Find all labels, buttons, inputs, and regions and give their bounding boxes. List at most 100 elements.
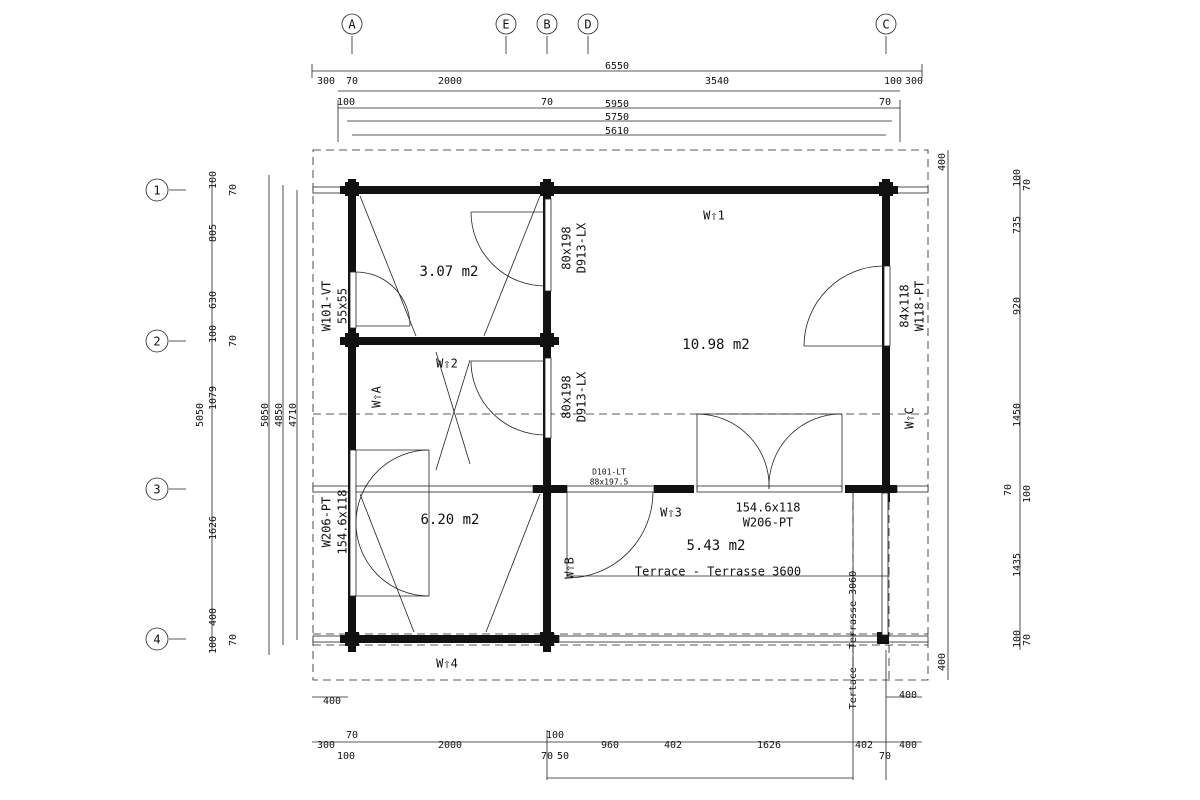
dimension-text-top: 70 bbox=[541, 97, 553, 108]
axis-marker-A: A bbox=[341, 13, 363, 35]
dimension-text-bottom: 100 bbox=[337, 751, 355, 762]
room-labels: 3.07 m2 10.98 m2 6.20 m2 5.43 m2 bbox=[419, 264, 749, 554]
rotated-label: W206-PT bbox=[320, 497, 334, 548]
dimension-text-bottom: 402 bbox=[855, 740, 873, 751]
plan-label: 154.6x118 bbox=[735, 501, 800, 515]
walls bbox=[340, 179, 898, 652]
rotated-label: 154.6x118 bbox=[336, 489, 350, 554]
dimension-text-bottom: 300 bbox=[317, 740, 335, 751]
dimension-text-left: 4710 bbox=[288, 403, 299, 427]
dimension-text-left: 1079 bbox=[208, 386, 219, 410]
dimension-text-right: 100 bbox=[1022, 485, 1033, 503]
dimension-text-right: 400 bbox=[937, 653, 948, 671]
dimension-text-left: 70 bbox=[228, 335, 239, 347]
axis-circle bbox=[145, 627, 169, 651]
axis-marker-D: D bbox=[577, 13, 599, 35]
window-label: W⇧4 bbox=[436, 657, 458, 671]
rotated-label: W⇧B bbox=[563, 557, 577, 579]
axis-marker-3: 3 bbox=[145, 477, 169, 501]
dimension-text-top: 300 bbox=[905, 76, 923, 87]
door-spec-label: D101-LT bbox=[592, 468, 626, 477]
room-area-label: 10.98 m2 bbox=[682, 337, 749, 353]
dimension-text-right: 400 bbox=[937, 153, 948, 171]
dimension-text-right: 1450 bbox=[1012, 403, 1023, 427]
axis-circle bbox=[495, 13, 517, 35]
dimension-text-left: 5050 bbox=[195, 403, 206, 427]
dimension-text-bottom: 400 bbox=[899, 690, 917, 701]
dimension-text-left: 100 bbox=[208, 636, 219, 654]
dimension-text-top: 70 bbox=[346, 76, 358, 87]
dimension-text-bottom: 400 bbox=[323, 696, 341, 707]
dimension-text-right: 1435 bbox=[1012, 553, 1023, 577]
window-label: W⇧1 bbox=[703, 209, 725, 223]
dimension-text-left: 5050 bbox=[260, 403, 271, 427]
dimension-text-left: 100 bbox=[208, 325, 219, 343]
rotated-label: 84x118 bbox=[898, 284, 912, 327]
dimension-text-left: 100 bbox=[208, 171, 219, 189]
rotated-label: D913-LX bbox=[575, 222, 589, 273]
dimension-text-bottom: 100 bbox=[546, 730, 564, 741]
axis-circle bbox=[577, 13, 599, 35]
rotated-label: D913-LX bbox=[575, 371, 589, 422]
dimension-text-left: 70 bbox=[228, 184, 239, 196]
axis-marker-E: E bbox=[495, 13, 517, 35]
dimension-text-top: 70 bbox=[879, 97, 891, 108]
rotated-label: W118-PT bbox=[913, 281, 927, 332]
axis-marker-4: 4 bbox=[145, 627, 169, 651]
dimension-text-bottom: 70 bbox=[346, 730, 358, 741]
openings bbox=[349, 198, 891, 636]
dimension-text-bottom: 960 bbox=[601, 740, 619, 751]
axis-label: B bbox=[543, 18, 550, 32]
axis-label: C bbox=[882, 18, 889, 32]
axis-label: E bbox=[502, 18, 509, 32]
dimension-text-top: 2000 bbox=[438, 76, 462, 87]
dimension-text-left: 1626 bbox=[208, 516, 219, 540]
axis-label: D bbox=[584, 18, 591, 32]
dimension-text-bottom: 2000 bbox=[438, 740, 462, 751]
axis-circle bbox=[145, 329, 169, 353]
dimension-text-top: 5750 bbox=[605, 112, 629, 123]
dimension-text-right: 100 bbox=[1012, 630, 1023, 648]
axis-circle bbox=[145, 178, 169, 202]
axis-circle bbox=[145, 477, 169, 501]
plan-label: W206-PT bbox=[743, 516, 794, 530]
axis-marker-2: 2 bbox=[145, 329, 169, 353]
dimension-text-top: 100 bbox=[337, 97, 355, 108]
dimension-text-left: 400 bbox=[208, 608, 219, 626]
axis-circle bbox=[536, 13, 558, 35]
rotated-label: W⇧A bbox=[370, 385, 384, 407]
axis-markers: A E B D C 1 2 3 4 bbox=[145, 13, 897, 651]
dimension-text-bottom: 402 bbox=[664, 740, 682, 751]
axis-label: 2 bbox=[153, 335, 160, 349]
dimension-text-top: 3540 bbox=[705, 76, 729, 87]
rotated-label: 80x198 bbox=[560, 226, 574, 269]
dimension-text-top: 5950 bbox=[605, 99, 629, 110]
dimension-text-right: 735 bbox=[1012, 216, 1023, 234]
dimension-text-bottom: 400 bbox=[899, 740, 917, 751]
terrace bbox=[567, 492, 890, 780]
axis-marker-1: 1 bbox=[145, 178, 169, 202]
dimension-text-right: 70 bbox=[1022, 634, 1033, 646]
axis-label: A bbox=[348, 18, 356, 32]
axis-circle bbox=[341, 13, 363, 35]
axis-marker-B: B bbox=[536, 13, 558, 35]
dimension-text-bottom: 50 bbox=[557, 751, 569, 762]
dimension-text-right: 70 bbox=[1022, 179, 1033, 191]
dimension-text-left: 4850 bbox=[274, 403, 285, 427]
dimension-text-top: 300 bbox=[317, 76, 335, 87]
dimension-text-left: 70 bbox=[228, 634, 239, 646]
axis-circle bbox=[875, 13, 897, 35]
room-area-label: 6.20 m2 bbox=[420, 512, 479, 528]
door-spec-label: 88x197.5 bbox=[590, 478, 629, 487]
axis-lines bbox=[169, 36, 887, 640]
room-area-label: 3.07 m2 bbox=[419, 264, 478, 280]
axis-label: 4 bbox=[153, 633, 160, 647]
roof-diagonals bbox=[359, 195, 541, 633]
room-area-label: 5.43 m2 bbox=[686, 538, 745, 554]
dimension-text-right: 920 bbox=[1012, 297, 1023, 315]
rotated-label: 55x55 bbox=[336, 288, 350, 324]
terrace-label: Tertace - Terrasse 3060 bbox=[848, 571, 859, 709]
